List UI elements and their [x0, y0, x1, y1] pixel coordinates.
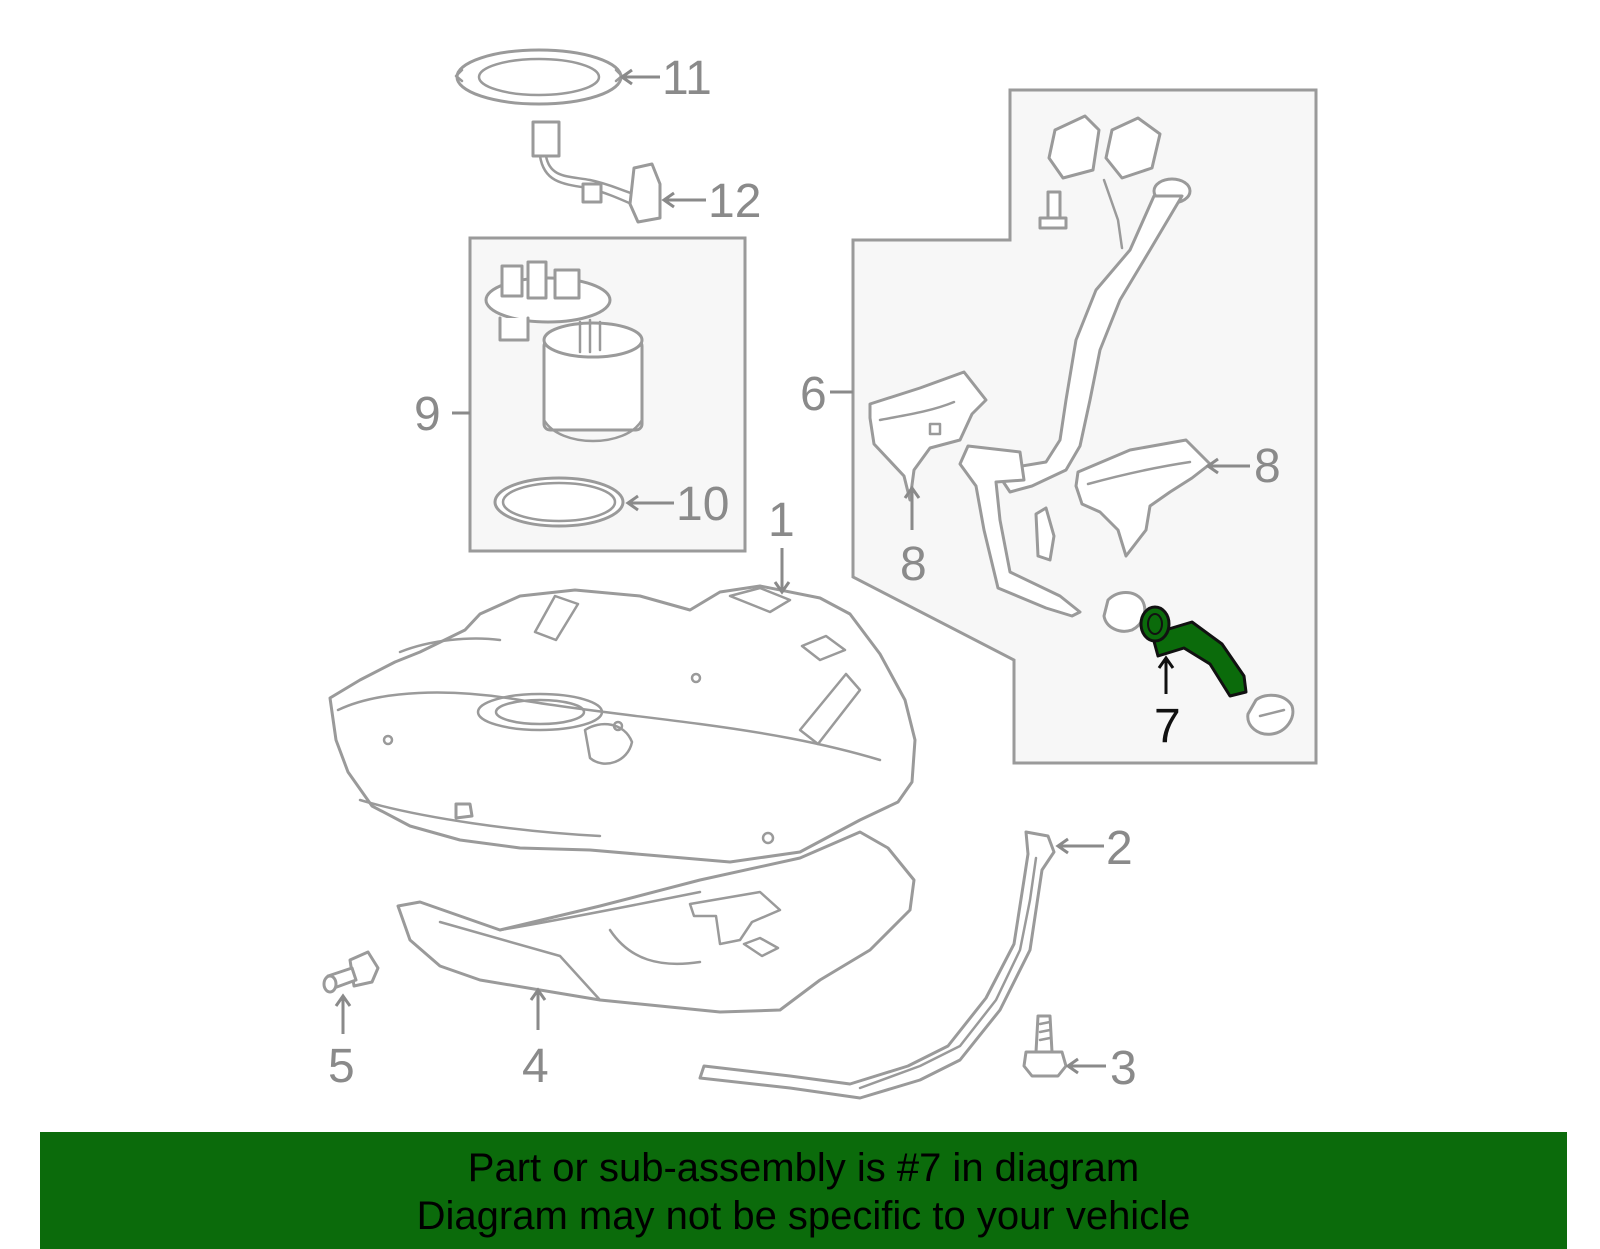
lock-ring-part	[454, 48, 624, 106]
arrowhead-4	[529, 987, 547, 1001]
callout-7[interactable]: 7	[1154, 700, 1181, 753]
arrowhead-1	[773, 581, 791, 595]
hose-clamp-part	[1246, 693, 1295, 736]
callout-8-left[interactable]: 8	[900, 538, 927, 591]
arrowhead-12	[661, 191, 675, 209]
callout-9[interactable]: 9	[414, 388, 441, 441]
arrowhead-5	[334, 993, 352, 1007]
callout-11[interactable]: 11	[662, 52, 712, 105]
callout-1[interactable]: 1	[768, 494, 795, 547]
push-pin-part	[322, 950, 380, 994]
fuel-pump-module-part	[484, 260, 644, 443]
filler-hose-highlighted-part	[1139, 605, 1248, 698]
arrowhead-11	[619, 68, 633, 86]
callout-10[interactable]: 10	[676, 478, 729, 531]
wiring-harness-part	[531, 120, 662, 224]
arrowhead-2	[1055, 837, 1069, 855]
arrowhead-7	[1157, 655, 1175, 669]
fuel-tank-part	[328, 584, 917, 864]
arrowhead-8b	[1205, 457, 1219, 475]
callout-12[interactable]: 12	[708, 175, 761, 228]
arrowhead-10	[625, 494, 639, 512]
callout-6[interactable]: 6	[800, 368, 827, 421]
banner-disclaimer-line: Diagram may not be specific to your vehi…	[416, 1194, 1191, 1238]
callout-5[interactable]: 5	[328, 1040, 355, 1093]
pipe-shield-right-part	[1074, 438, 1212, 558]
callout-3[interactable]: 3	[1110, 1042, 1137, 1095]
banner-part-line: Part or sub-assembly is #7 in diagram	[467, 1146, 1140, 1190]
callout-2[interactable]: 2	[1106, 822, 1133, 875]
heat-shield-part	[396, 830, 916, 1014]
arrowhead-3	[1065, 1057, 1079, 1075]
tank-strap-part	[698, 830, 1056, 1100]
seal-ring-part	[493, 476, 625, 528]
callout-4[interactable]: 4	[522, 1040, 549, 1093]
arrowhead-8a	[903, 485, 921, 499]
pipe-shield-left-part	[868, 370, 988, 502]
part-info-banner: Part or sub-assembly is #7 in diagram Di…	[40, 1132, 1567, 1249]
callout-8-right[interactable]: 8	[1254, 440, 1281, 493]
filler-pipe-part	[958, 114, 1192, 633]
strap-bolt-part	[1022, 1014, 1068, 1078]
